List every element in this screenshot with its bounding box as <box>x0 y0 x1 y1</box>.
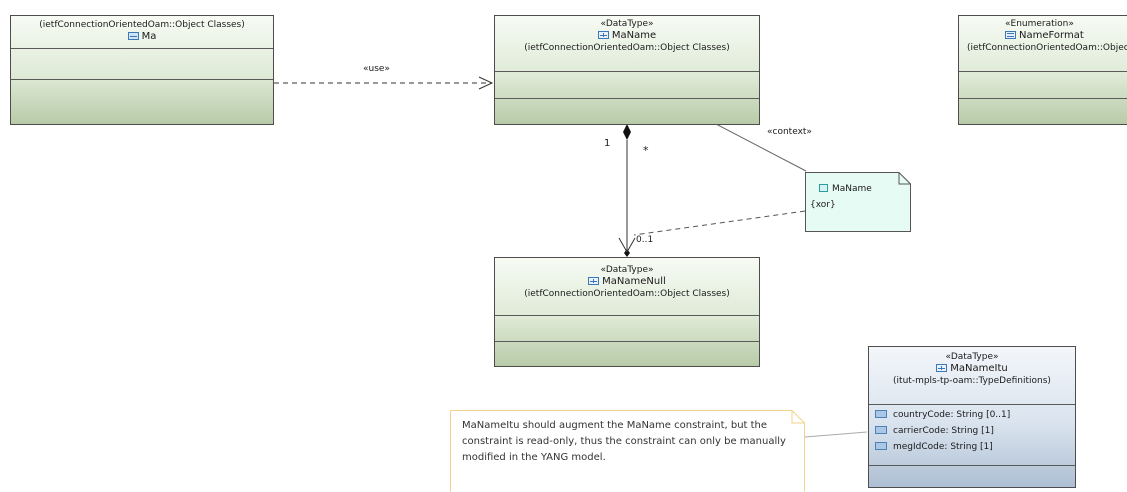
class-ma-name-itu-divider <box>869 404 1075 405</box>
constraint-note-name: MaName <box>832 184 872 194</box>
context-label: «context» <box>767 127 812 137</box>
context-link-line <box>715 123 807 172</box>
comment-text: MaNameItu should augment the MaName cons… <box>462 420 786 463</box>
enum-name-format-divider <box>959 98 1127 99</box>
datatype-icon <box>588 277 600 285</box>
class-ma-name[interactable]: «DataType» MaName (ietfConnectionOriente… <box>494 15 760 125</box>
attribute-label: carrierCode: String [1] <box>893 426 994 436</box>
class-ma-name-null-divider <box>495 315 759 316</box>
attribute-icon <box>875 410 887 418</box>
class-ma-divider <box>11 79 273 80</box>
class-ma[interactable]: (ietfConnectionOrientedOam::Object Class… <box>10 15 274 125</box>
enumeration-icon <box>1005 31 1016 39</box>
class-ma-name-itu-divider <box>869 465 1075 466</box>
enum-name-format-name: NameFormat <box>1019 30 1084 41</box>
enum-name-format-stereotype: «Enumeration» <box>1005 19 1074 29</box>
multiplicity-zero-one: 0..1 <box>636 235 654 245</box>
attribute-row[interactable]: countryCode: String [0..1] <box>869 407 1075 423</box>
comment-note[interactable]: MaNameItu should augment the MaName cons… <box>450 410 805 492</box>
class-ma-name-itu-package: (itut-mpls-tp-oam::TypeDefinitions) <box>893 376 1051 386</box>
attribute-list: countryCode: String [0..1] carrierCode: … <box>869 407 1075 455</box>
class-ma-name-null[interactable]: «DataType» MaNameNull (ietfConnectionOri… <box>494 257 760 367</box>
class-ma-name-name: MaName <box>611 30 657 41</box>
class-icon <box>127 32 139 40</box>
class-ma-name-null-divider <box>495 341 759 342</box>
constraint-note-title: MaName <box>819 184 872 194</box>
use-dependency-label: «use» <box>363 64 390 74</box>
class-ma-name-null-name: MaNameNull <box>602 276 666 287</box>
class-ma-name-divider <box>495 98 759 99</box>
attribute-row[interactable]: carrierCode: String [1] <box>869 423 1075 439</box>
attribute-label: countryCode: String [0..1] <box>893 410 1011 420</box>
enum-name-format-divider <box>959 71 1127 72</box>
class-ma-name-itu-name: MaNameItu <box>950 363 1008 374</box>
class-ma-package: (ietfConnectionOrientedOam::Object Class… <box>39 20 245 30</box>
multiplicity-many: * <box>643 144 649 157</box>
comment-link-line <box>804 431 868 438</box>
datatype-icon <box>936 364 948 372</box>
constraint-note-shape <box>805 172 911 232</box>
attribute-row[interactable]: megIdCode: String [1] <box>869 439 1075 455</box>
class-ma-name: Ma <box>141 31 157 42</box>
class-ma-name-package: (ietfConnectionOrientedOam::Object Class… <box>524 43 730 53</box>
comment-note-shape <box>450 410 805 492</box>
attribute-icon <box>875 442 887 450</box>
class-ma-name-divider <box>495 71 759 72</box>
composition-diamond-top <box>623 124 631 140</box>
constraint-note-body: {xor} <box>810 200 836 210</box>
composition-arrowhead <box>618 237 636 254</box>
datatype-icon <box>597 31 609 39</box>
class-ma-name-itu-stereotype: «DataType» <box>945 352 999 362</box>
class-ma-name-null-stereotype: «DataType» <box>600 265 654 275</box>
attribute-label: megIdCode: String [1] <box>893 442 993 452</box>
multiplicity-one: 1 <box>604 138 611 149</box>
constraint-icon <box>819 184 828 192</box>
use-dependency-arrowhead <box>478 76 494 90</box>
constraint-link-line <box>633 210 806 236</box>
attribute-icon <box>875 426 887 434</box>
class-ma-name-itu[interactable]: «DataType» MaNameItu (itut-mpls-tp-oam::… <box>868 346 1076 488</box>
class-ma-name-null-package: (ietfConnectionOrientedOam::Object Class… <box>524 289 730 299</box>
constraint-note[interactable]: MaName {xor} <box>805 172 911 232</box>
enum-name-format[interactable]: «Enumeration» NameFormat (ietfConnection… <box>958 15 1127 125</box>
class-ma-divider <box>11 48 273 49</box>
enum-name-format-package: (ietfConnectionOrientedOam::Object Class… <box>967 43 1127 53</box>
class-ma-name-stereotype: «DataType» <box>600 19 654 29</box>
